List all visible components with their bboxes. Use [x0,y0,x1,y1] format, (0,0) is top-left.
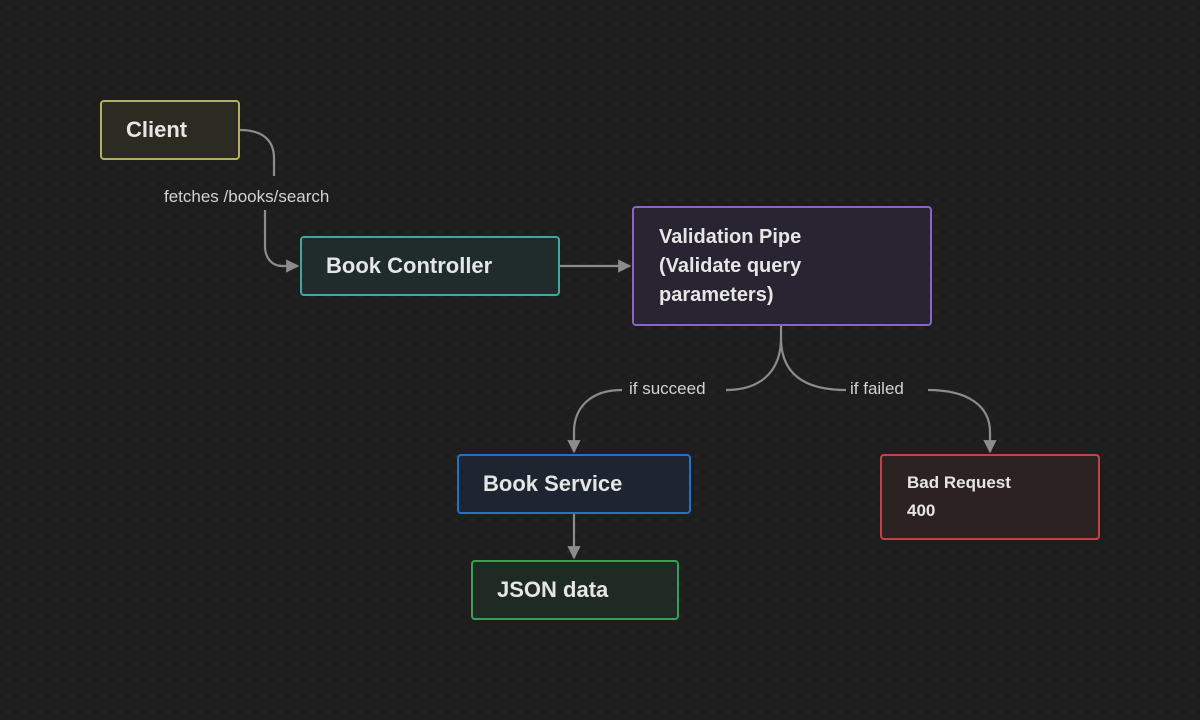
book-controller-node[interactable]: Book Controller [300,236,560,296]
edge-label-if-succeed: if succeed [625,379,710,399]
validation-pipe-node[interactable]: Validation Pipe (Validate query paramete… [632,206,932,326]
bad-request-node[interactable]: Bad Request 400 [880,454,1100,540]
client-node[interactable]: Client [100,100,240,160]
edge-pipe-to-bad-request [779,337,990,452]
book-service-node[interactable]: Book Service [457,454,691,514]
json-data-node[interactable]: JSON data [471,560,679,620]
edge-client-to-controller [239,128,298,266]
edge-label-fetches: fetches /books/search [160,187,334,207]
edge-label-if-failed: if failed [846,379,908,399]
